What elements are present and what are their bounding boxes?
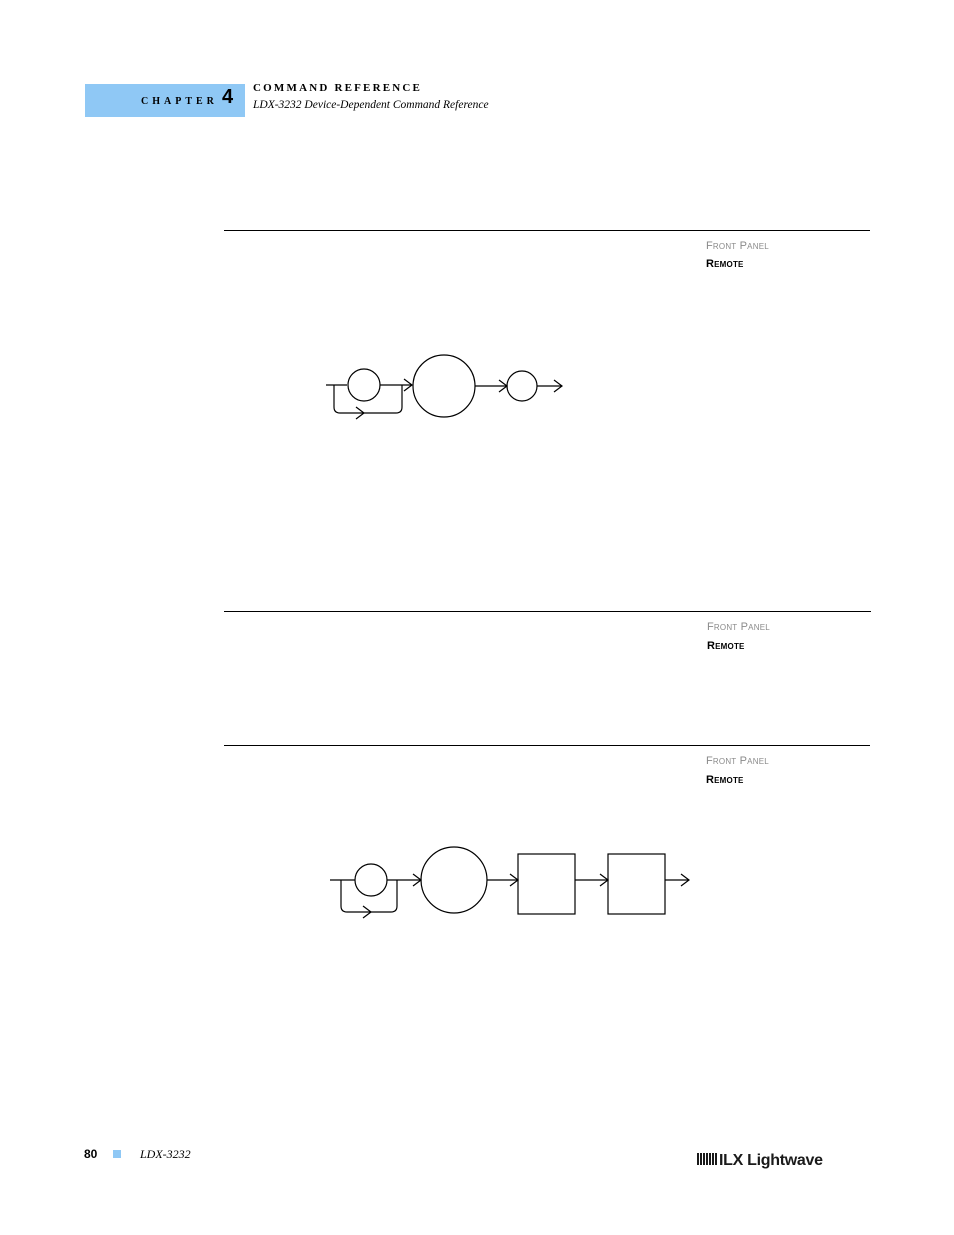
svg-text:ILX Lightwave: ILX Lightwave (719, 1152, 823, 1169)
front-panel-label: Front Panel (706, 240, 769, 252)
chapter-number: 4 (222, 86, 234, 108)
syntax-diagram (330, 846, 690, 919)
page-title: COMMAND REFERENCE (253, 82, 423, 94)
section-divider (224, 611, 871, 612)
arrow-head (680, 873, 690, 887)
syntax-node-large (412, 354, 476, 418)
page-subtitle: LDX-3232 Device-Dependent Command Refere… (253, 99, 489, 111)
syntax-diagram (326, 354, 563, 420)
syntax-path (340, 880, 398, 913)
arrow-head (355, 406, 365, 420)
remote-label: Remote (706, 774, 744, 786)
footer-model: LDX-3232 (140, 1147, 191, 1161)
arrow-head (403, 378, 413, 392)
syntax-node-small (354, 863, 388, 897)
front-panel-label: Front Panel (706, 755, 769, 767)
page-number: 80 (84, 1147, 98, 1161)
section-divider (224, 230, 870, 231)
syntax-box (607, 853, 666, 915)
remote-label: Remote (706, 258, 744, 270)
remote-label: Remote (707, 640, 745, 652)
footer-marker (113, 1150, 121, 1158)
syntax-node-small (506, 370, 538, 402)
syntax-node-large (420, 846, 488, 914)
ilx-lightwave-logo: ILX Lightwave (697, 1152, 823, 1169)
front-panel-label: Front Panel (707, 621, 770, 633)
chapter-label: CHAPTER (141, 96, 218, 107)
arrow-head (362, 905, 372, 919)
chapter-tab: CHAPTER 4 (85, 84, 245, 117)
arrow-head (553, 379, 563, 393)
syntax-node-small (347, 368, 381, 402)
section-divider (224, 745, 870, 746)
syntax-box (517, 853, 576, 915)
syntax-path (333, 385, 403, 414)
